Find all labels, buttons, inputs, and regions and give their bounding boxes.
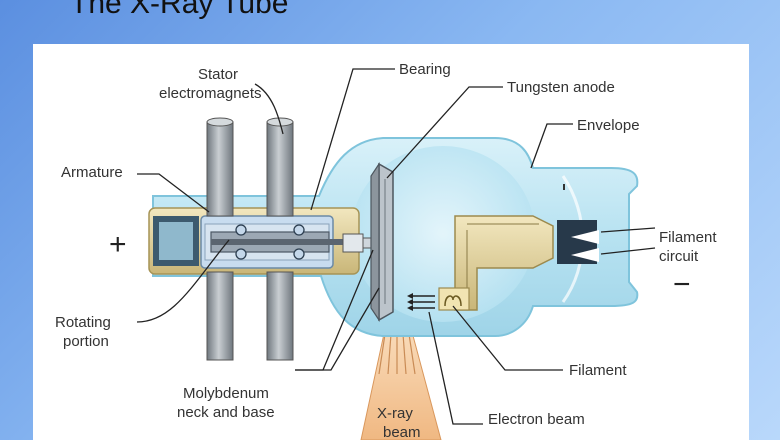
electron-beam-arrows [407, 293, 435, 311]
cathode-assembly [438, 215, 554, 311]
slide-title: The X-Ray Tube [70, 0, 289, 20]
label-xray-line2: beam [383, 424, 421, 440]
label-bearing: Bearing [399, 61, 451, 78]
label-envelope: Envelope [577, 117, 640, 134]
label-rotating-line2: portion [63, 333, 109, 350]
label-filament-circuit-line1: Filament [659, 229, 717, 246]
label-stator-line1: Stator [198, 66, 238, 83]
label-rotating-line1: Rotating [55, 314, 111, 331]
label-stator-line2: electromagnets [159, 85, 262, 102]
label-armature: Armature [61, 164, 123, 181]
xray-tube-diagram: + − Stator electromagnets Bearing Tungst… [55, 61, 717, 440]
xray-beam [360, 305, 442, 440]
label-tungsten-anode: Tungsten anode [507, 79, 615, 96]
cathode-sign: − [673, 268, 691, 301]
anode-sign: + [109, 228, 127, 261]
rotating-shaft [210, 224, 380, 260]
label-molybdenum-line1: Molybdenum [183, 385, 269, 402]
glass-envelope [152, 137, 639, 337]
label-xray-line1: X-ray [377, 405, 413, 422]
label-electron-beam: Electron beam [488, 411, 585, 428]
label-filament: Filament [569, 362, 627, 379]
diagram-panel: + − Stator electromagnets Bearing Tungst… [33, 44, 749, 440]
label-molybdenum-line2: neck and base [177, 404, 275, 421]
stator-electromagnets [206, 117, 294, 361]
leader-lines [136, 68, 656, 425]
tungsten-anode [370, 162, 394, 322]
filament-circuit-connector [557, 220, 599, 264]
label-filament-circuit-line2: circuit [659, 248, 699, 265]
